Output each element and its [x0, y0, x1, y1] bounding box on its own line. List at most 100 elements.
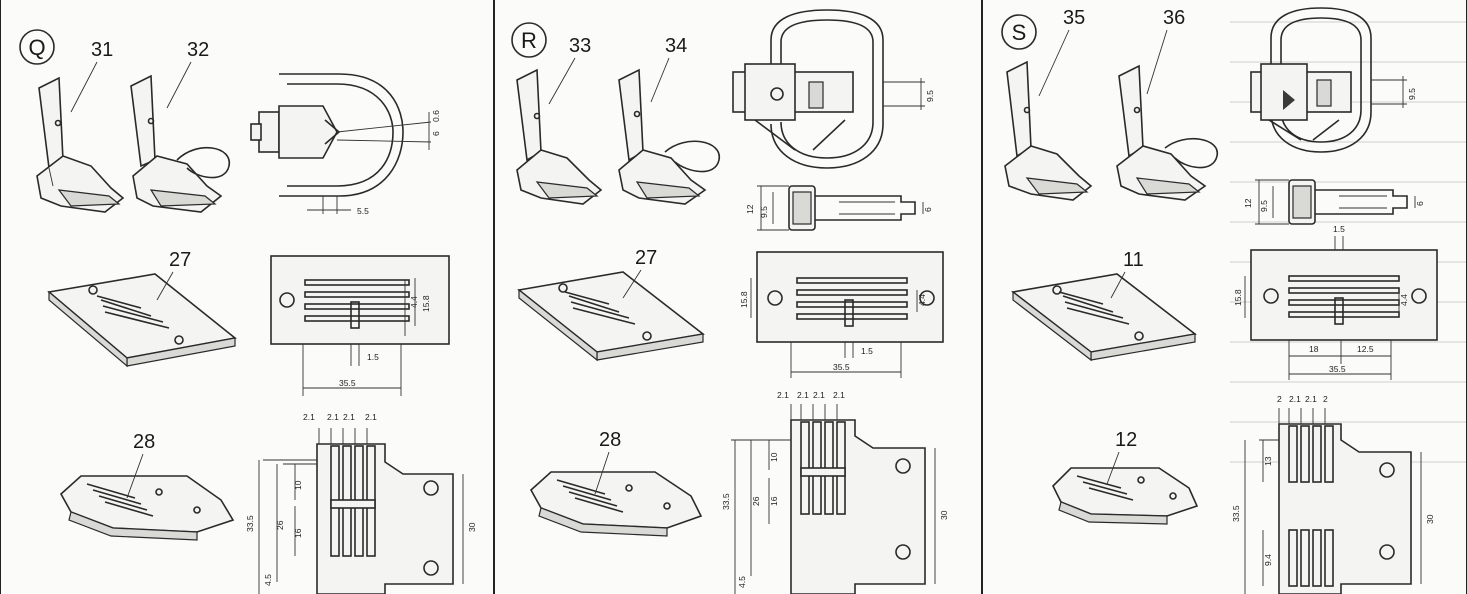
dimension-label: 4.5	[737, 576, 747, 588]
needle-plate-drawing	[47, 273, 237, 368]
part-number-label: 28	[599, 429, 621, 451]
dimension-label: 2.1	[777, 390, 789, 400]
dimension-label: 10	[293, 480, 303, 490]
part-number-label: 35	[1063, 7, 1085, 29]
finger-guard-side-view	[1255, 179, 1416, 225]
finger-guard-side-view	[757, 185, 924, 231]
dimension-label: 33.5	[1231, 505, 1241, 522]
leader-line	[1146, 29, 1168, 95]
presser-foot	[130, 74, 230, 213]
needle-plate-drawing	[517, 271, 705, 362]
dimension-label: 15.8	[1233, 289, 1243, 306]
panel-letter-badge: Q	[19, 29, 55, 65]
leader-line	[126, 453, 144, 499]
dimension-label: 9.5	[925, 90, 935, 102]
feed-dog-top-view	[258, 428, 464, 594]
dimension-label: 2.1	[303, 412, 315, 422]
part-number-label: 31	[91, 39, 113, 61]
dimension-label: 35.5	[339, 378, 356, 388]
part-number-label: 28	[133, 431, 155, 453]
dimension-label: 2.1	[813, 390, 825, 400]
leader-line	[156, 271, 174, 301]
part-number-label: 12	[1115, 429, 1137, 451]
panel-letter: R	[521, 28, 537, 53]
feed-dog-drawing	[59, 475, 235, 541]
leader-line	[548, 57, 576, 105]
dimension-label: 2.1	[343, 412, 355, 422]
dimension-label: 15.8	[739, 291, 749, 308]
dimension-label: 2	[1323, 394, 1328, 404]
dimension-label: 26	[751, 496, 761, 506]
dimension-label: 4.4	[1399, 294, 1409, 306]
part-number-label: 32	[187, 39, 209, 61]
finger-guard-drawing	[250, 73, 432, 214]
dimension-label: 35.5	[1329, 364, 1346, 374]
leader-line	[622, 269, 642, 299]
part-number-label: 11	[1123, 249, 1144, 271]
dimension-label: 10	[769, 452, 779, 462]
dimension-label: 2.1	[797, 390, 809, 400]
leader-line	[1106, 451, 1120, 485]
dimension-label: 9.5	[1407, 88, 1417, 100]
panel-letter-badge: R	[511, 22, 547, 58]
dimension-label: 26	[275, 520, 285, 530]
needle-plate-top-view	[270, 255, 450, 396]
dimension-label: 2.1	[1289, 394, 1301, 404]
feed-dog-drawing	[529, 471, 703, 537]
leader-line	[70, 61, 98, 113]
dimension-label: 30	[467, 522, 477, 532]
dimension-label: 9.5	[759, 206, 769, 218]
dimension-label: 2.1	[1305, 394, 1317, 404]
presser-foot	[1116, 64, 1218, 201]
dimension-label: 15.8	[421, 295, 431, 312]
part-number-label: 36	[1163, 7, 1185, 29]
needle-plate-top-view	[750, 251, 944, 378]
needle-plate-top-view	[1244, 236, 1438, 380]
dimension-label: 18	[1309, 344, 1319, 354]
dimension-label: 4.4	[409, 296, 419, 308]
feed-dog-top-view	[1244, 408, 1422, 594]
dimension-label: 9.4	[1263, 554, 1273, 566]
presser-foot	[516, 68, 603, 205]
dimension-label: 16	[769, 496, 779, 506]
leader-line	[166, 61, 192, 109]
part-number-label: 33	[569, 35, 591, 57]
dimension-label: 12	[1243, 198, 1253, 208]
panel-letter-badge: S	[1001, 14, 1037, 50]
leader-line	[1038, 29, 1070, 97]
dimension-label: 30	[939, 510, 949, 520]
dimension-label: 6	[1415, 201, 1425, 206]
dimension-label: 12	[745, 204, 755, 214]
dimension-label: 1.5	[1333, 224, 1345, 234]
dimension-label: 4.4	[917, 294, 927, 306]
dimension-label: 5.5	[357, 206, 369, 216]
dimension-label: 2.1	[327, 412, 339, 422]
leader-line	[594, 451, 610, 495]
dimension-label: 4.5	[263, 574, 273, 586]
leader-line	[650, 57, 670, 103]
feed-dog-top-view	[731, 404, 936, 594]
part-number-label: 27	[635, 247, 657, 269]
presser-foot	[36, 76, 125, 213]
dimension-label: 6	[923, 207, 933, 212]
dimension-label: 0.6	[431, 110, 441, 122]
needle-plate-drawing	[1011, 273, 1197, 362]
panel-letter: Q	[28, 35, 45, 60]
dimension-label: 1.5	[367, 352, 379, 362]
panel-s: S 35 36	[982, 0, 1467, 594]
part-number-label: 34	[665, 35, 687, 57]
finger-guard-drawing	[732, 9, 925, 169]
dimension-label: 12.5	[1357, 344, 1374, 354]
dimension-label: 33.5	[721, 493, 731, 510]
dimension-label: 9.5	[1259, 200, 1269, 212]
dimension-label: 2.1	[833, 390, 845, 400]
panel-r: R 33 34	[494, 0, 982, 594]
dimension-label: 30	[1425, 514, 1435, 524]
feed-dog-drawing	[1052, 467, 1199, 525]
dimension-label: 35.5	[833, 362, 850, 372]
dimension-label: 2.1	[365, 412, 377, 422]
dimension-label: 2	[1277, 394, 1282, 404]
panel-q: Q 31 32	[0, 0, 494, 594]
part-number-label: 27	[169, 249, 191, 271]
